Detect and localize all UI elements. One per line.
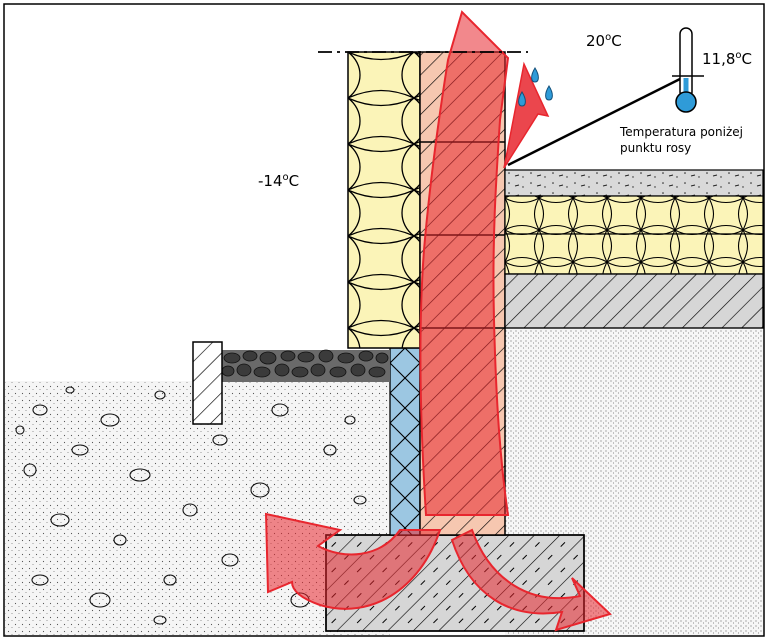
wall-insulation [347,51,421,349]
inside-temp-label: 20oC [586,32,622,50]
heat-flow-arrows [264,10,612,632]
condensation-arrow [503,61,550,169]
floor-layers [504,169,764,329]
water-droplets-icon [518,67,553,107]
leader-line [507,74,687,167]
dew-point-note-line1: Temperatura poniżej [619,125,743,139]
surface-temp-label: 11,8oC [702,50,752,68]
right-soil [505,328,763,635]
outside-temp-label: -14oC [258,172,299,190]
xps-insulation [389,347,421,536]
gravel-strip [221,349,390,382]
dew-point-note-line2: punktu rosy [620,141,691,155]
thermometer-icon [672,27,704,113]
edge-kerb [192,341,223,425]
